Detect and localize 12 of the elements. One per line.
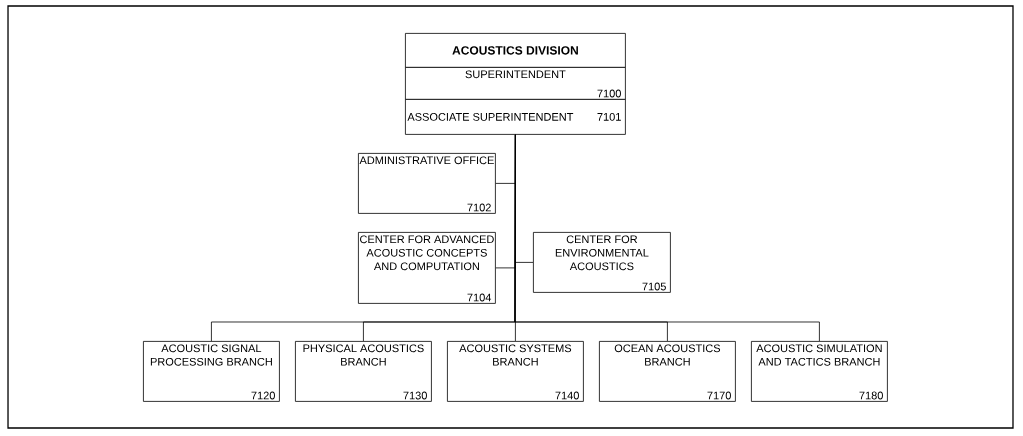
org-box: ASSOCIATE SUPERINTENDENT 7101 [405, 99, 626, 135]
org-box: ACOUSTIC SYSTEMS BRANCH 7140 [447, 341, 584, 402]
org-box: CENTER FOR ADVANCED ACOUSTIC CONCEPTS AND COMPUTATION 7104 [358, 232, 496, 304]
org-box: OCEAN ACOUSTICS BRANCH 7170 [599, 341, 736, 402]
org-box: SUPERINTENDENT 7100 [405, 67, 626, 100]
org-box: CENTER FOR ENVIRONMENTAL ACOUSTICS 7105 [533, 232, 671, 293]
connector-line [514, 134, 820, 342]
org-box: ACOUSTICS DIVISION [405, 33, 626, 68]
org-box: ACOUSTIC SIGNAL PROCESSING BRANCH 7120 [143, 341, 280, 402]
org-box: ADMINISTRATIVE OFFICE 7102 [358, 153, 496, 214]
org-box: ACOUSTIC SIMULATION AND TACTICS BRANCH 7180 [751, 341, 888, 402]
org-box: PHYSICAL ACOUSTICS BRANCH 7130 [295, 341, 432, 402]
